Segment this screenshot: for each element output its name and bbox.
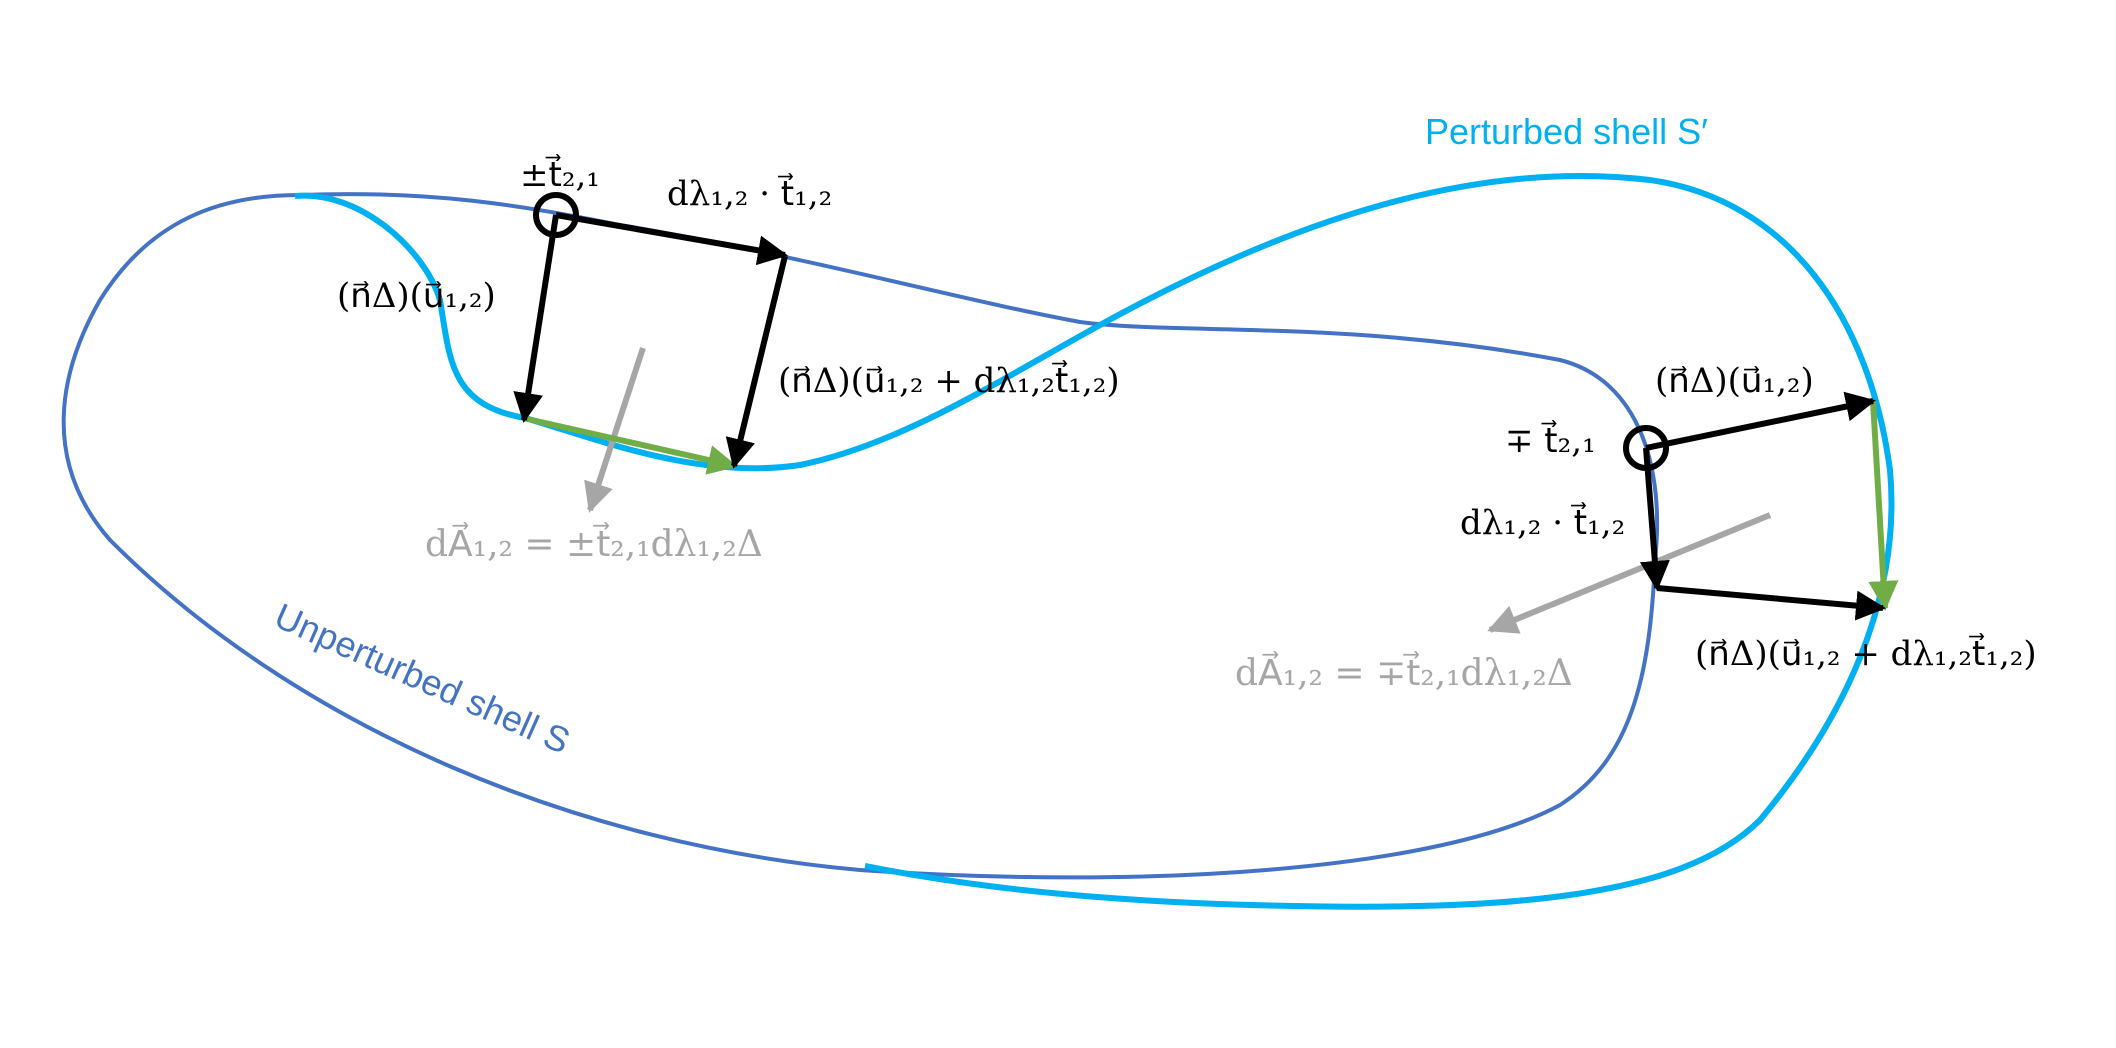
- left-normal-arrow-1: [513, 214, 559, 423]
- dA-right-label: dA⃗₁,₂ = ∓t⃗₂,₁dλ₁,₂Δ: [1235, 650, 1573, 694]
- ndelta-u12-left-label: (n⃗Δ)(u⃗₁,₂): [337, 276, 496, 316]
- dlambda-t12-left-label: dλ₁,₂ · t⃗₁,₂: [667, 173, 832, 214]
- right-green-edge: [1868, 400, 1899, 611]
- left-point-marker: [533, 192, 579, 238]
- right-gray-area-arrow: [1487, 512, 1772, 634]
- right-point-marker: [1623, 425, 1669, 471]
- right-normal-arrow-1: [1645, 391, 1876, 451]
- ndelta-u12-dl-left-label: (n⃗Δ)(u⃗₁,₂ + dλ₁,₂t⃗₁,₂): [778, 360, 1120, 401]
- dlambda-t12-right-label: dλ₁,₂ · t⃗₁,₂: [1460, 502, 1625, 543]
- left-green-edge: [522, 415, 738, 475]
- unperturbed-shell-label: Unperturbed shell S: [269, 595, 576, 762]
- left-normal-arrow-2: [725, 255, 788, 469]
- left-gray-area-arrow: [584, 347, 646, 513]
- perturbed-shell-label: Perturbed shell S′: [1425, 111, 1708, 152]
- left-tangent-arrow: [555, 212, 788, 266]
- right-tangent-arrow: [1639, 447, 1670, 591]
- ndelta-u12-dl-right-label: (n⃗Δ)(u⃗₁,₂ + dλ₁,₂t⃗₁,₂): [1695, 633, 2037, 674]
- dA-left-label: dA⃗₁,₂ = ±t⃗₂,₁dλ₁,₂Δ: [425, 521, 763, 565]
- right-normal-arrow-2: [1656, 585, 1886, 621]
- unperturbed-shell-curve: [61, 192, 1660, 880]
- ndelta-u12-right-label: (n⃗Δ)(u⃗₁,₂): [1655, 361, 1814, 401]
- mp-t21-label: ∓ t⃗₂,₁: [1505, 420, 1596, 461]
- pm-t21-label: ±t⃗₂,₁: [520, 154, 600, 195]
